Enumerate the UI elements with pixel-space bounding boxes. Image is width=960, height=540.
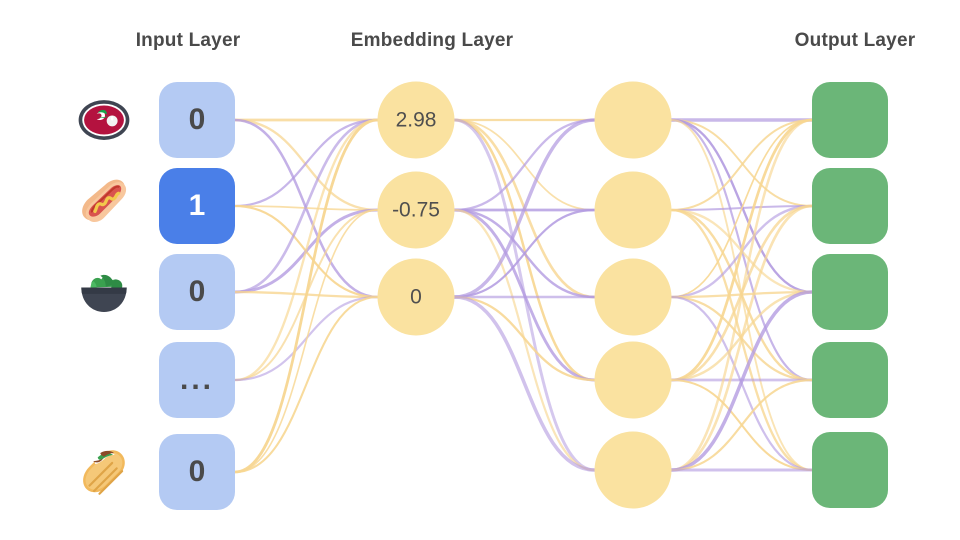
embedding-node-value: 0 — [410, 285, 422, 308]
input-node-value: 0 — [188, 103, 206, 136]
embedding-node-0[interactable]: 2.98 — [377, 81, 455, 159]
hidden-node-4[interactable] — [594, 431, 672, 509]
input-node-value: 1 — [188, 189, 206, 222]
input-node-1[interactable]: 1 — [159, 168, 235, 244]
output-node-4[interactable] — [812, 432, 888, 508]
output-layer-title: Output Layer — [794, 30, 916, 51]
hidden-node-2[interactable] — [594, 258, 672, 336]
output-node-3[interactable] — [812, 342, 888, 418]
input-node-0[interactable]: 0 — [159, 82, 235, 158]
embedding-node-value: 2.98 — [395, 108, 437, 131]
input-node-2[interactable]: 0 — [159, 254, 235, 330]
burrito-icon — [75, 443, 133, 501]
embedding-layer-title: Embedding Layer — [350, 30, 514, 51]
input-node-value: 0 — [188, 275, 206, 308]
hidden-node-3[interactable] — [594, 341, 672, 419]
output-node-0[interactable] — [812, 82, 888, 158]
input-node-value: 0 — [188, 455, 206, 488]
stew-bowl-icon — [75, 91, 133, 149]
hidden-node-1[interactable] — [594, 171, 672, 249]
hot-dog-icon — [75, 177, 133, 235]
output-node-1[interactable] — [812, 168, 888, 244]
green-salad-icon — [75, 263, 133, 321]
embedding-node-2[interactable]: 0 — [377, 258, 455, 336]
hidden-node-0[interactable] — [594, 81, 672, 159]
embedding-node-1[interactable]: -0.75 — [377, 171, 455, 249]
output-node-2[interactable] — [812, 254, 888, 330]
input-node-value: ... — [179, 363, 214, 396]
embedding-node-value: -0.75 — [392, 198, 440, 221]
input-node-4[interactable]: 0 — [159, 434, 235, 510]
input-layer-title: Input Layer — [135, 30, 241, 51]
input-node-3[interactable]: ... — [159, 342, 235, 418]
